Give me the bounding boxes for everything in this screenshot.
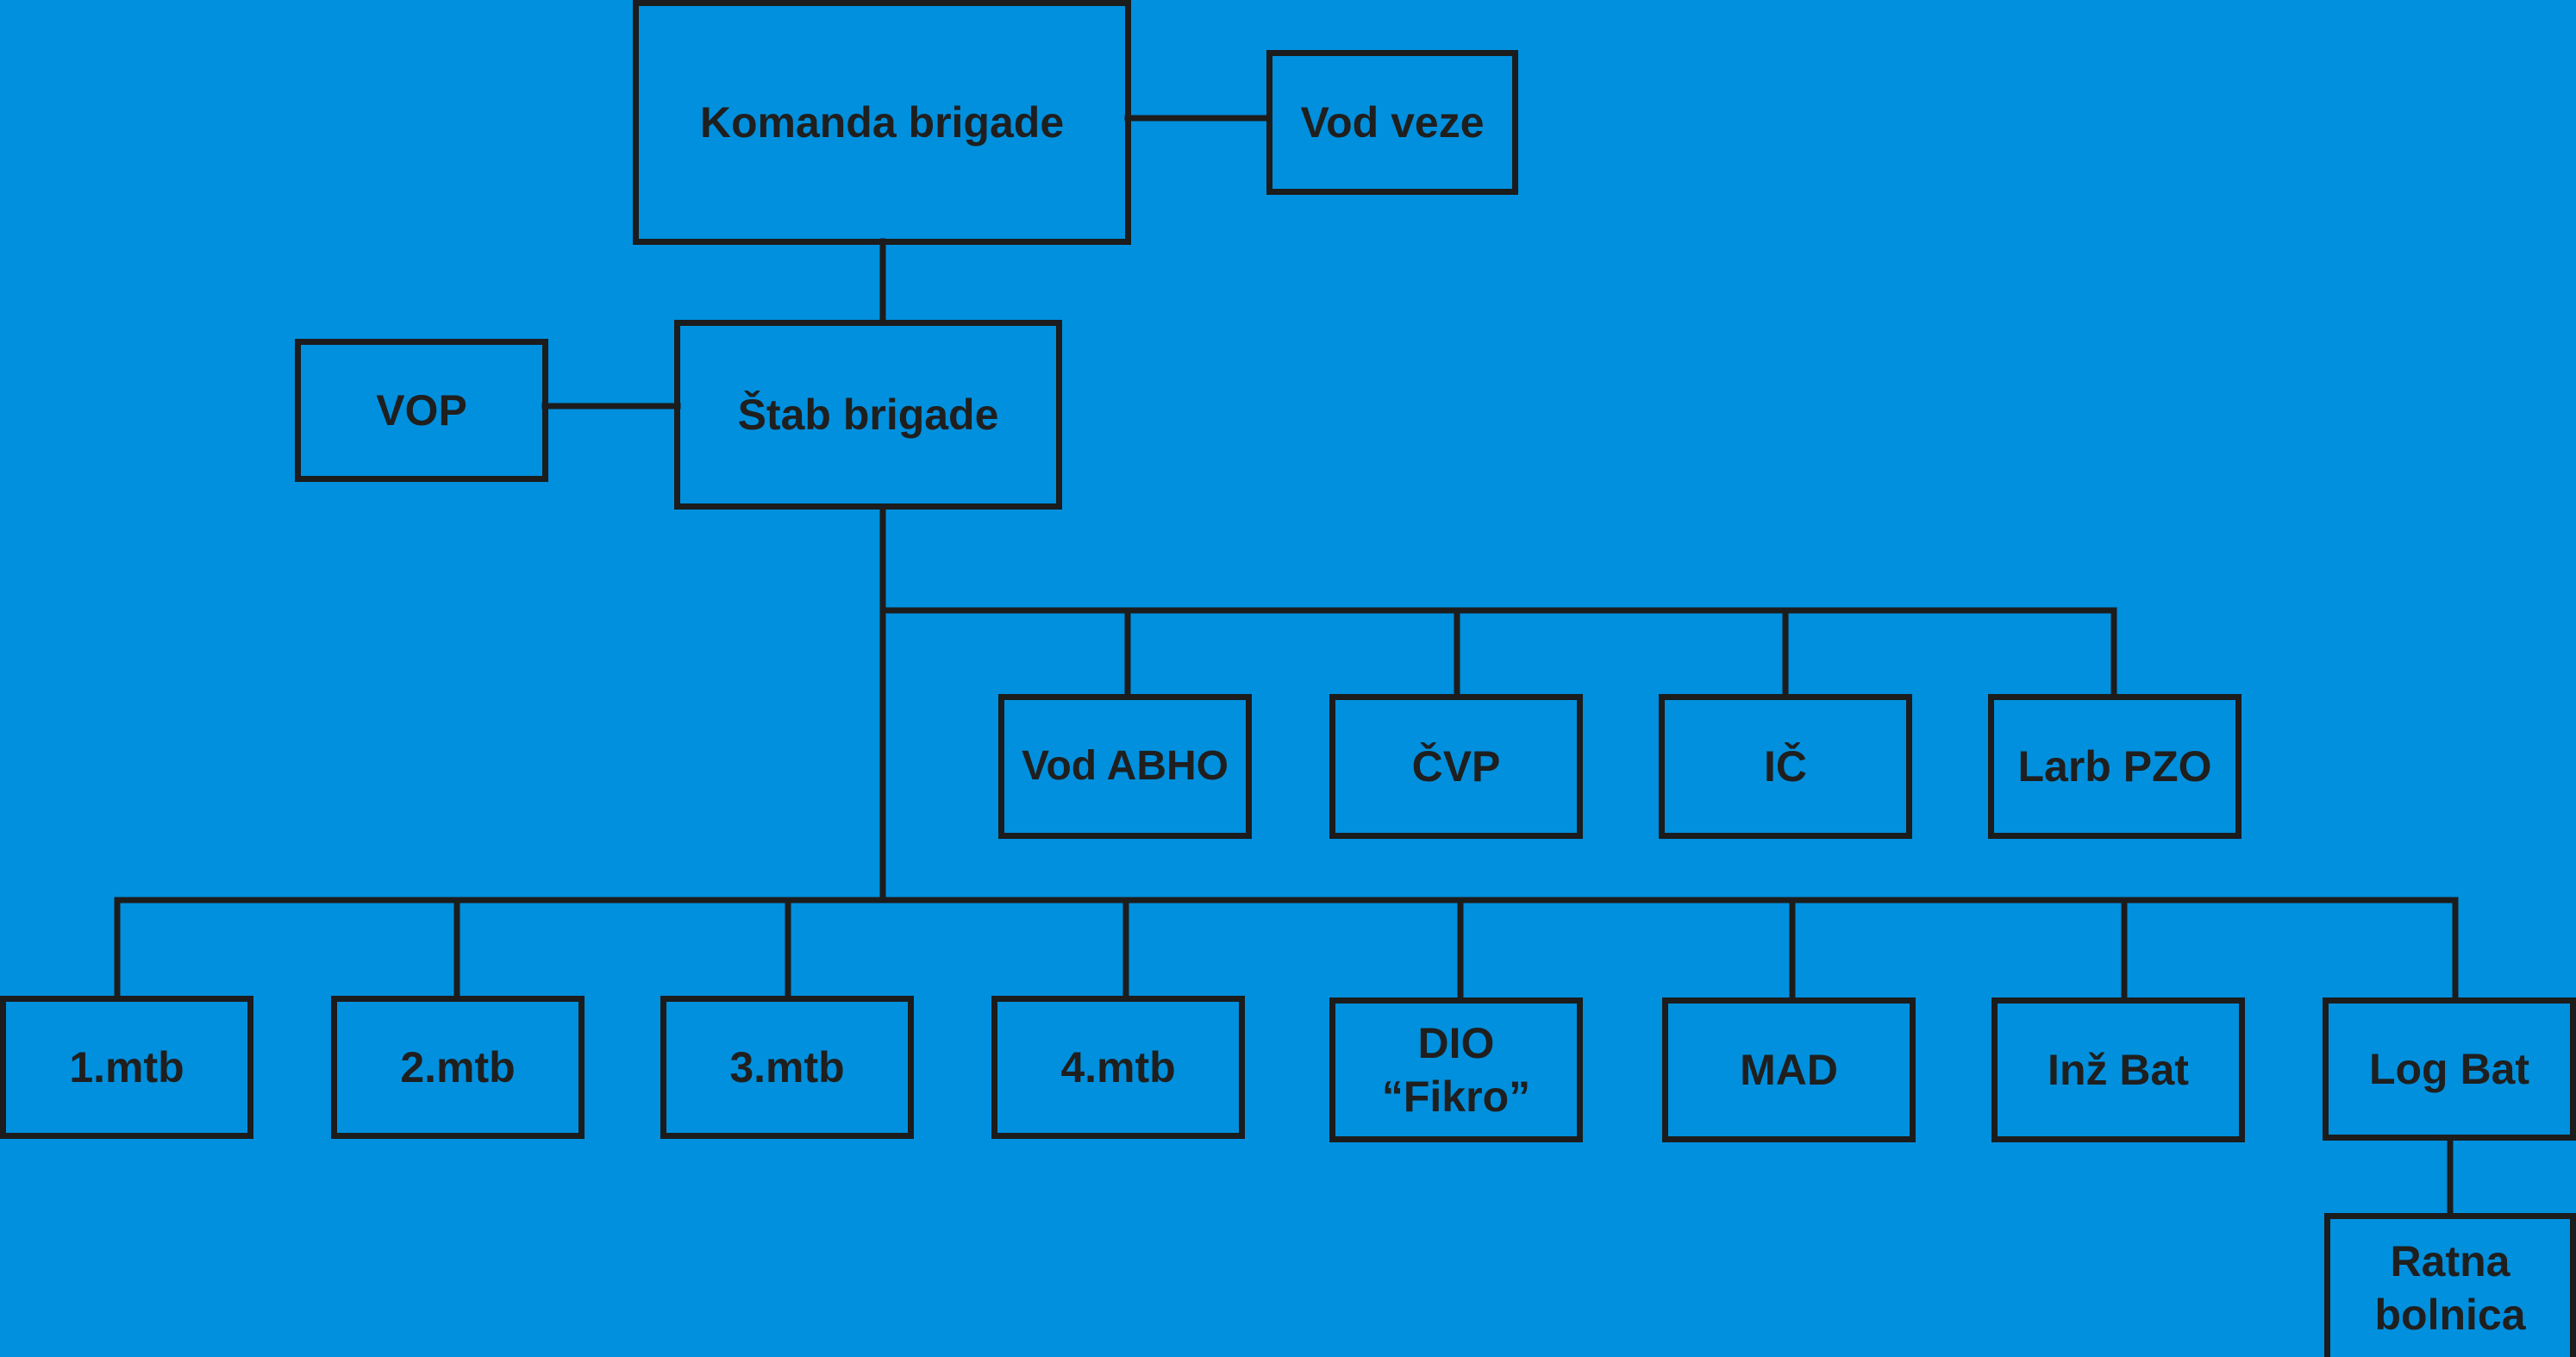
node-mad: MAD (1662, 997, 1916, 1142)
node-4-mtb: 4.mtb (991, 996, 1245, 1139)
node-vod-abho: Vod ABHO (998, 694, 1252, 839)
node-cvp: ČVP (1329, 694, 1583, 839)
node-ic: IČ (1659, 694, 1912, 839)
node-dio-fikro: DIO “Fikro” (1329, 997, 1583, 1142)
node-komanda-brigade: Komanda brigade (633, 0, 1131, 245)
node-1-mtb: 1.mtb (0, 996, 253, 1139)
node-stab-brigade: Štab brigade (674, 320, 1062, 510)
node-ratna-bolnica: Ratna bolnica (2324, 1213, 2576, 1357)
node-2-mtb: 2.mtb (331, 996, 585, 1139)
node-inz-bat: Inž Bat (1991, 997, 2245, 1142)
node-3-mtb: 3.mtb (660, 996, 914, 1139)
node-log-bat: Log Bat (2323, 997, 2576, 1141)
node-larb-pzo: Larb PZO (1988, 694, 2241, 839)
node-vop: VOP (295, 339, 548, 482)
node-vod-veze: Vod veze (1266, 50, 1518, 195)
